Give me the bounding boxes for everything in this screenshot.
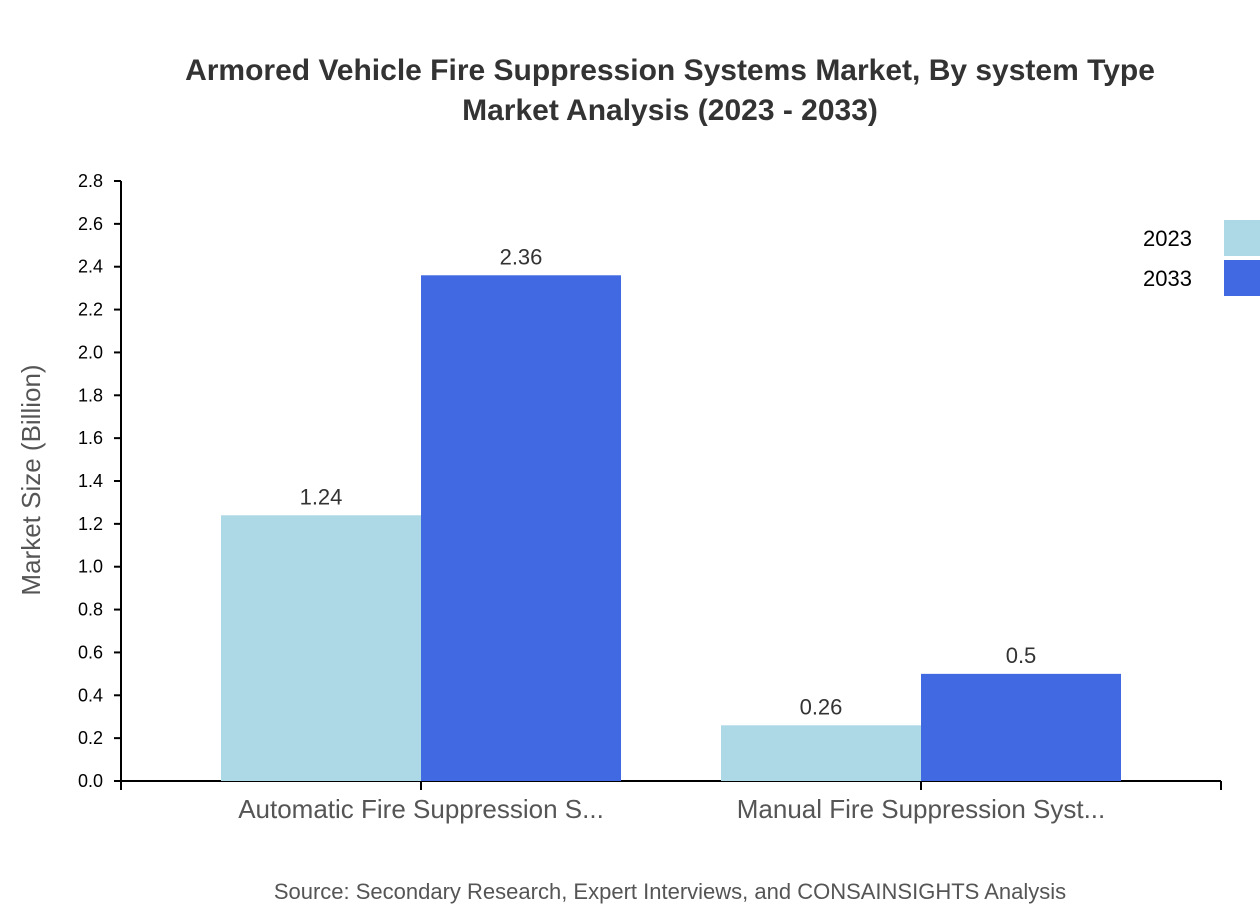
y-tick-label: 1.2 — [78, 514, 103, 534]
chart-title-line-2: Market Analysis (2023 - 2033) — [462, 94, 878, 127]
y-axis-label: Market Size (Billion) — [16, 364, 46, 595]
source-note: Source: Secondary Research, Expert Inter… — [274, 879, 1066, 904]
chart-title: Armored Vehicle Fire Suppression Systems… — [185, 54, 1155, 127]
y-tick-label: 0.0 — [78, 771, 103, 791]
y-tick-label: 2.0 — [78, 342, 103, 362]
data-label: 1.24 — [300, 484, 343, 509]
y-tick-label: 1.8 — [78, 385, 103, 405]
bar-2033-0 — [421, 275, 621, 781]
chart-title-line-1: Armored Vehicle Fire Suppression Systems… — [185, 54, 1155, 87]
data-label: 2.36 — [500, 244, 543, 269]
legend-label: 2033 — [1143, 266, 1192, 291]
y-tick-label: 1.4 — [78, 471, 103, 491]
y-tick-label: 1.6 — [78, 428, 103, 448]
legend-label: 2023 — [1143, 226, 1192, 251]
y-tick-label: 0.8 — [78, 600, 103, 620]
bars — [221, 275, 1121, 781]
bar-2023-1 — [721, 725, 921, 781]
y-tick-label: 1.0 — [78, 557, 103, 577]
y-axis: 0.0 0.2 0.4 0.6 0.8 1.0 1.2 1.4 1.6 1.8 2.0 2.2 2.4 2… — [78, 171, 122, 791]
legend: 2023 2033 — [1143, 220, 1260, 296]
bar-2023-0 — [221, 515, 421, 781]
y-tick-label: 0.6 — [78, 642, 103, 662]
y-tick-label: 2.2 — [78, 300, 103, 320]
y-tick-label: 2.8 — [78, 171, 103, 191]
x-axis: Automatic Fire Suppression S... Manual Fi… — [120, 780, 1222, 824]
x-tick-label: Manual Fire Suppression Syst... — [737, 794, 1106, 824]
legend-swatch-2033 — [1224, 260, 1260, 296]
y-tick-label: 2.4 — [78, 257, 103, 277]
bar-2033-1 — [921, 673, 1121, 781]
y-tick-label: 2.6 — [78, 214, 103, 234]
value-labels: 1.24 2.36 0.26 0.5 — [300, 244, 1037, 719]
legend-swatch-2023 — [1224, 220, 1260, 256]
data-label: 0.26 — [800, 694, 843, 719]
x-tick-label: Automatic Fire Suppression S... — [238, 794, 604, 824]
data-label: 0.5 — [1006, 643, 1037, 668]
y-tick-label: 0.2 — [78, 728, 103, 748]
y-tick-label: 0.4 — [78, 685, 103, 705]
